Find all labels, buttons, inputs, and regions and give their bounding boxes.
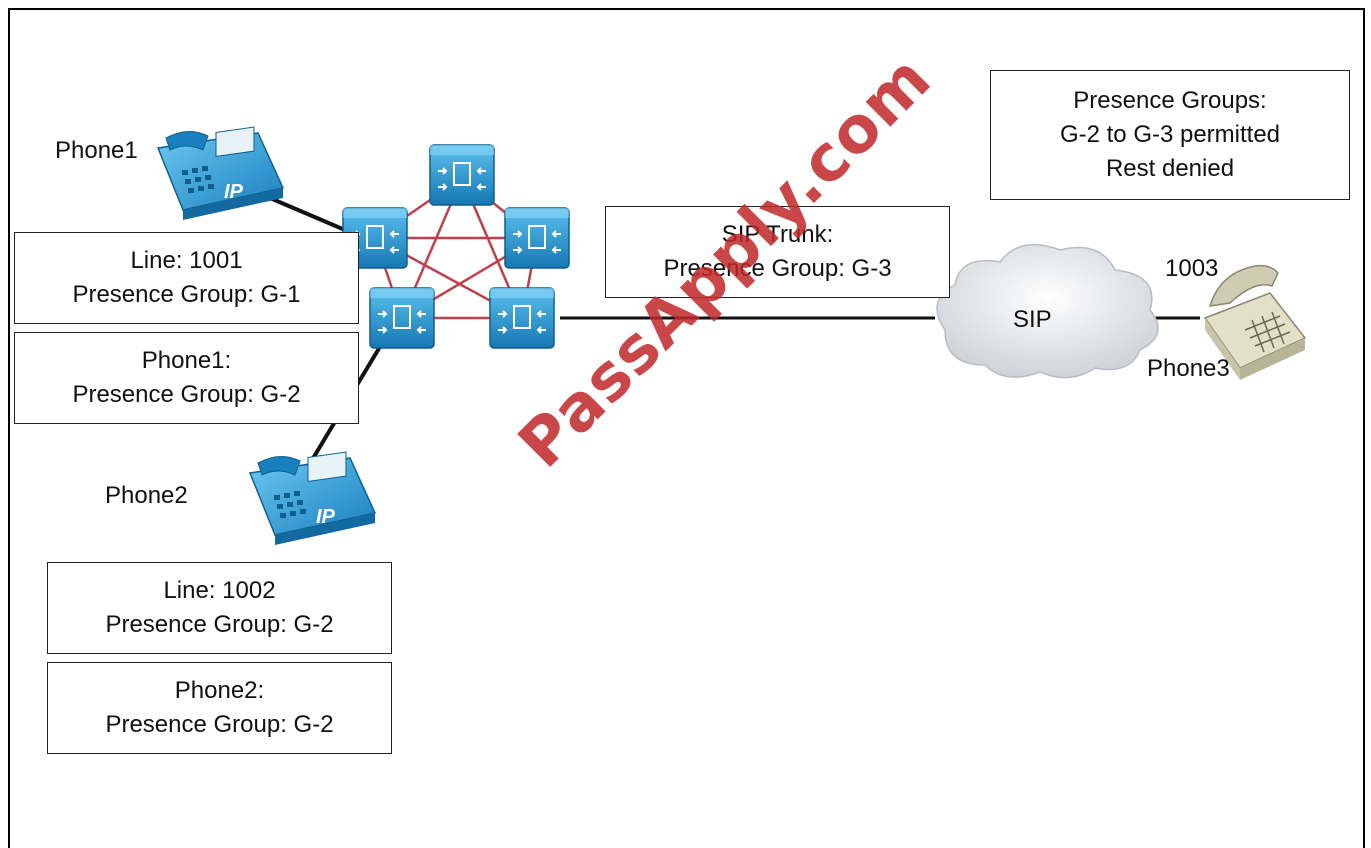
phone2-line-box: Line: 1002 Presence Group: G-2 <box>47 562 392 654</box>
box-line: Presence Group: G-1 <box>72 281 301 308</box>
phone1-device-box: Phone1: Presence Group: G-2 <box>14 332 359 424</box>
phone3-number: 1003 <box>1165 255 1219 282</box>
analog-phone-icon <box>1203 264 1307 380</box>
ip-phone-icon: IP <box>156 126 285 220</box>
box-line: Presence Group: G-3 <box>663 255 892 282</box>
presence-groups-box: Presence Groups: G-2 to G-3 permitted Re… <box>990 70 1350 200</box>
svg-text:IP: IP <box>316 506 336 528</box>
box-line: Presence Group: G-2 <box>72 381 301 408</box>
call-server-icon <box>504 207 570 269</box>
call-server-icon <box>429 144 495 206</box>
phone1-line-box: Line: 1001 Presence Group: G-1 <box>14 232 359 324</box>
call-server-icon <box>489 287 555 349</box>
box-line: Phone2: <box>174 677 265 704</box>
box-line: Line: 1001 <box>130 247 243 274</box>
box-line: Line: 1002 <box>163 577 276 604</box>
cloud-icon <box>936 243 1159 379</box>
svg-text:IP: IP <box>224 181 244 203</box>
box-line: Presence Groups: <box>1073 87 1267 114</box>
box-line: Rest denied <box>1105 155 1235 182</box>
sip-trunk-box: SIP Trunk: Presence Group: G-3 <box>605 206 950 298</box>
diagram-frame <box>8 8 1365 848</box>
box-line: Phone1: <box>141 347 232 374</box>
box-line: Presence Group: G-2 <box>105 711 334 738</box>
phone3-label: Phone3 <box>1147 355 1230 382</box>
phone1-label: Phone1 <box>55 137 138 164</box>
phone2-device-box: Phone2: Presence Group: G-2 <box>47 662 392 754</box>
phone1-link <box>269 196 346 232</box>
box-line: SIP Trunk: <box>721 221 834 248</box>
phone2-label: Phone2 <box>105 482 188 509</box>
call-server-icon <box>369 287 435 349</box>
cloud-label: SIP <box>1013 306 1052 333</box>
box-line: Presence Group: G-2 <box>105 611 334 638</box>
ip-phone-icon: IP <box>248 451 377 545</box>
box-line: G-2 to G-3 permitted <box>1059 121 1281 148</box>
